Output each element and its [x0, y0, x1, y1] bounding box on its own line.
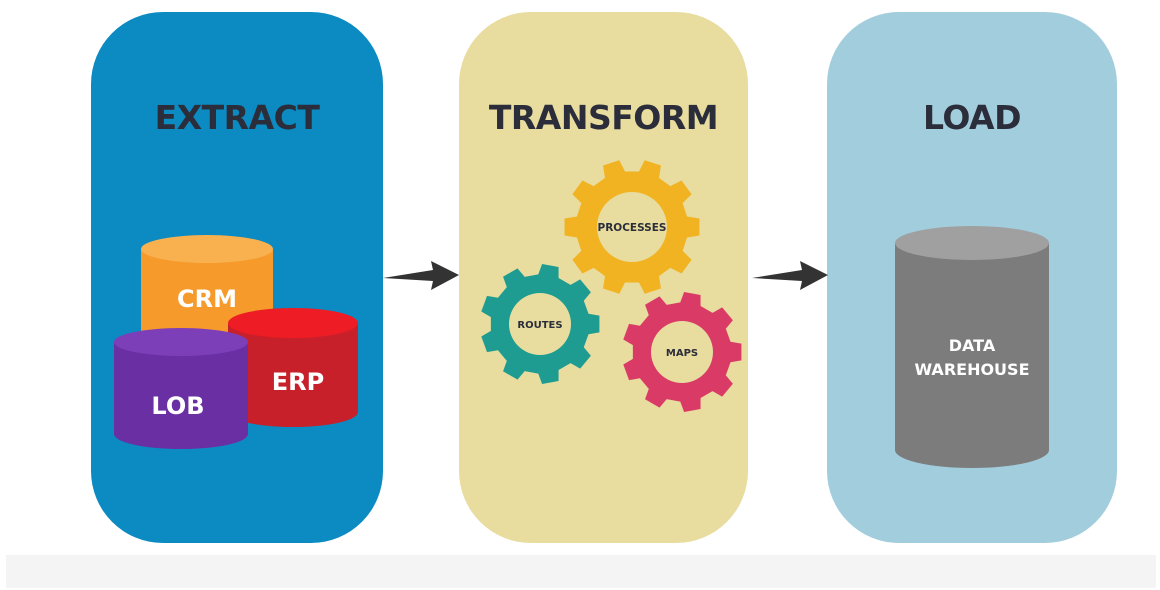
- processes-label: PROCESSES: [598, 222, 667, 234]
- maps-label: MAPS: [666, 348, 698, 359]
- erp-database-icon: ERP: [226, 306, 360, 430]
- gear-icon: ROUTES: [478, 262, 602, 386]
- data-warehouse-database-icon: DATA WAREHOUSE: [893, 225, 1051, 470]
- load-title: LOAD: [923, 98, 1021, 137]
- transform-title: TRANSFORM: [488, 98, 719, 137]
- gear-center: [597, 192, 667, 262]
- arrow-right-icon: [381, 254, 461, 294]
- extract-title: EXTRACT: [154, 98, 320, 137]
- lob-label: LOB: [151, 392, 204, 420]
- gear-icon: MAPS: [620, 290, 744, 414]
- gear-center: [651, 321, 713, 383]
- crm-label: CRM: [177, 285, 237, 313]
- gear-icon: PROCESSES: [562, 157, 702, 297]
- bottom-band: [6, 555, 1156, 588]
- routes-label: ROUTES: [517, 320, 562, 331]
- arrow-right-icon: [750, 254, 830, 294]
- erp-label: ERP: [272, 368, 324, 396]
- data-warehouse-label-line2: WAREHOUSE: [915, 360, 1030, 379]
- lob-database-icon: LOB: [112, 326, 250, 452]
- gear-center: [509, 293, 571, 355]
- data-warehouse-label-line1: DATA: [949, 336, 996, 355]
